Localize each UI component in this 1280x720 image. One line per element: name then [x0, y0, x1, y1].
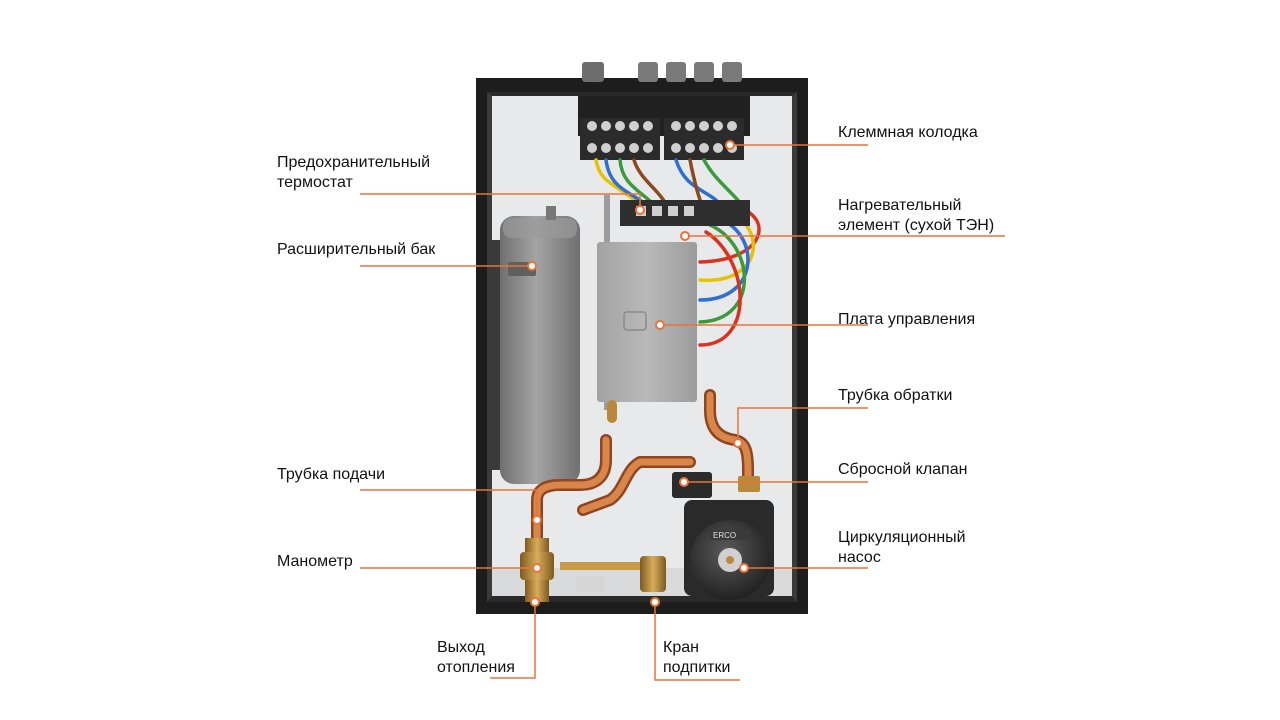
pump-brand: ERCO — [713, 531, 736, 540]
label-pressure-gauge: Манометр — [277, 553, 353, 570]
label-return-pipe: Трубка обратки — [838, 387, 953, 404]
bottom-fittings — [520, 538, 666, 602]
leader-dots — [527, 140, 749, 607]
dot-marker-icon — [532, 563, 542, 573]
label-heating-outlet: Выход отопления — [437, 639, 515, 676]
dot-marker-icon — [532, 515, 542, 525]
control-board — [597, 242, 697, 402]
dot-marker-icon — [650, 597, 660, 607]
dot-marker-icon — [733, 438, 743, 448]
label-control-board: Плата управления — [838, 311, 976, 328]
label-heating-element: Нагревательный элемент (сухой ТЭН) — [838, 197, 995, 234]
label-relief-valve: Сбросной клапан — [838, 461, 968, 478]
label-supply-pipe: Трубка подачи — [277, 466, 385, 483]
label-makeup-valve: Кран подпитки — [663, 639, 731, 676]
dot-marker-icon — [655, 320, 665, 330]
dot-marker-icon — [530, 597, 540, 607]
terminal-block — [578, 96, 750, 160]
dot-marker-icon — [679, 477, 689, 487]
dot-marker-icon — [680, 231, 690, 241]
dot-marker-icon — [527, 261, 537, 271]
expansion-tank — [490, 206, 580, 484]
label-expansion-tank: Расширительный бак — [277, 241, 436, 258]
dot-marker-icon — [739, 563, 749, 573]
circulation-pump: ERCO — [684, 500, 774, 600]
cable-glands — [582, 62, 742, 82]
dot-marker-icon — [725, 140, 735, 150]
label-terminal-block: Клеммная колодка — [838, 124, 978, 141]
dot-marker-icon — [635, 205, 645, 215]
leader-lines — [360, 144, 1005, 681]
label-circulation-pump: Циркуляционный насос — [838, 529, 966, 566]
label-safety-thermostat: Предохранительный термостат — [277, 154, 431, 191]
